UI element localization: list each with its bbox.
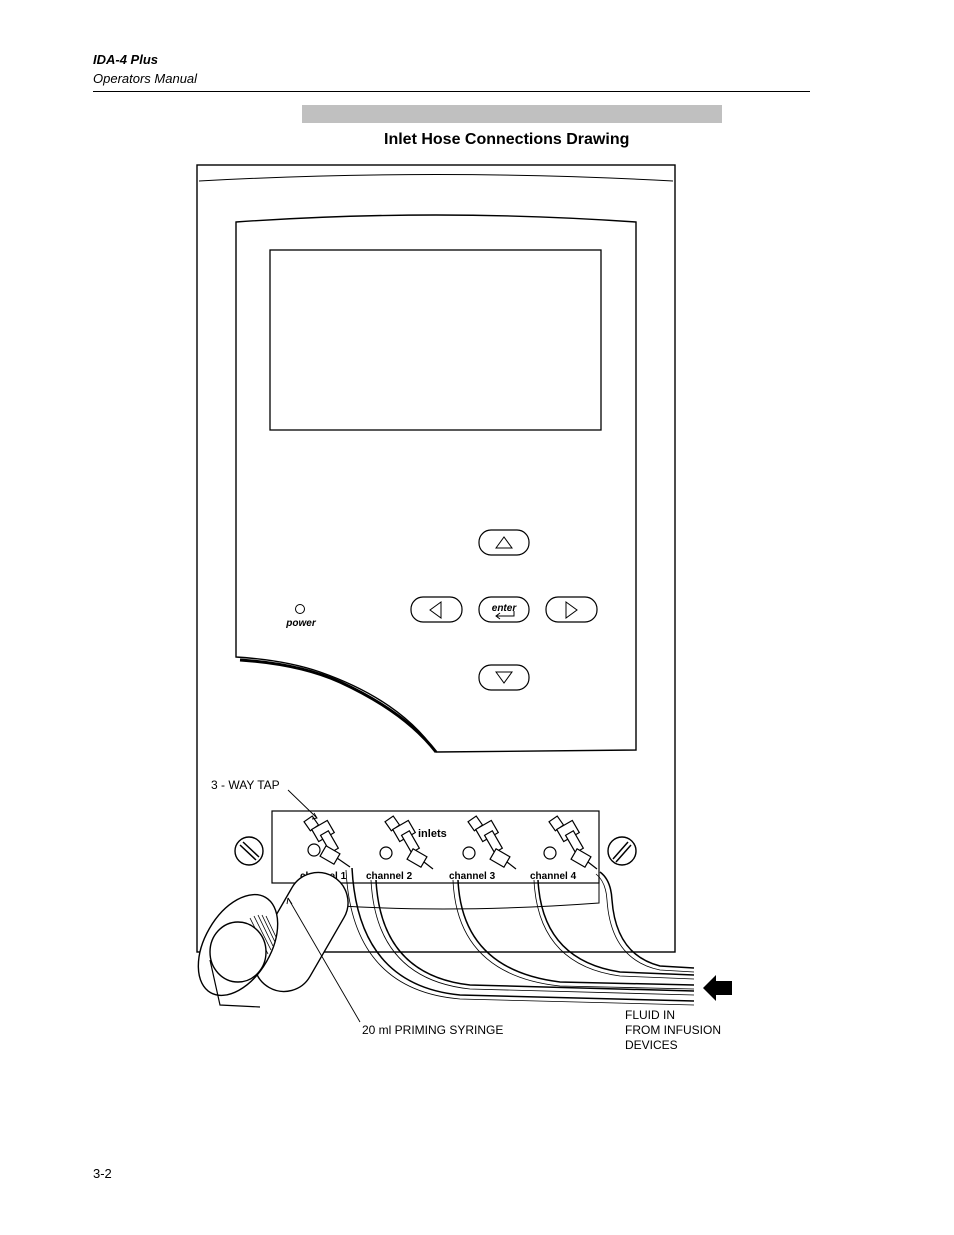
right-arrow-icon [565,601,578,619]
three-way-tap-2[interactable] [379,815,434,870]
up-arrow-icon [495,536,513,549]
page-number: 3-2 [93,1166,112,1181]
figure-caption: Inlet Hose Connections Drawing [384,131,630,148]
enter-key-label: enter [492,603,518,614]
left-arrow-icon [429,601,442,619]
up-button[interactable] [478,529,530,556]
document-title: IDA-4 Plus [93,52,159,67]
channel-3-label: channel 3 [449,871,496,882]
figure-title-bar [302,105,722,123]
enter-button[interactable]: enter [478,596,530,623]
down-button[interactable] [478,664,530,691]
hose-channel-1 [351,867,695,1002]
down-arrow-icon [495,671,513,684]
inlets-label: inlets [418,828,447,840]
front-panel [235,214,637,753]
priming-syringe-callout: 20 ml PRIMING SYRINGE [362,1023,503,1037]
power-led-icon [295,604,305,614]
hose-channel-4 [537,879,695,976]
channel-4-label: channel 4 [530,871,577,882]
three-way-tap-4[interactable] [543,815,598,870]
fluid-in-callout-line-1: FLUID IN [625,1008,675,1022]
channel-2-label: channel 2 [366,871,413,882]
fluid-in-callout-line-3: DEVICES [625,1038,678,1052]
right-button[interactable] [545,596,598,623]
three-way-tap-3[interactable] [462,815,517,870]
three-way-tap-callout: 3 - WAY TAP [211,778,280,792]
fluid-in-callout-line-2: FROM INFUSION [625,1023,721,1037]
right-screw-icon [607,836,637,866]
device-case [196,164,676,953]
document-subtitle: Operators Manual [93,71,198,86]
fluid-in-arrow-icon [703,975,732,1001]
priming-syringe[interactable] [182,862,359,1010]
hose-channel-3 [457,879,695,986]
display-screen [269,249,602,431]
power-label: power [285,618,317,629]
callout-leaders [286,789,361,1023]
three-way-tap-1[interactable] [303,815,351,868]
header-divider [93,91,810,92]
hose-channel-2 [375,879,695,992]
inlet-hoses [345,867,695,1006]
enter-return-icon [495,611,515,620]
left-button[interactable] [410,596,463,623]
left-screw-icon [234,836,264,866]
